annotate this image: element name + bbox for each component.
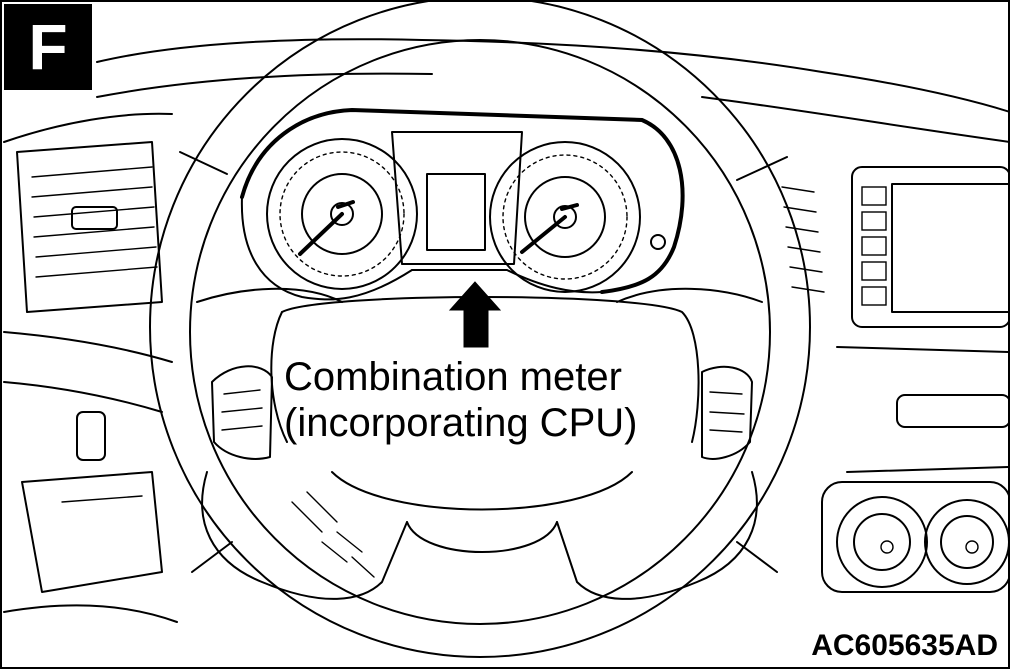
- right-air-vent: [781, 186, 825, 293]
- right-gauge: [489, 141, 666, 293]
- callout-line-2: (incorporating CPU): [284, 401, 638, 445]
- left-gauge: [266, 138, 418, 290]
- dashboard-upper-panel: [3, 38, 1008, 143]
- pointer-arrow: [448, 281, 502, 348]
- left-air-vent: [16, 141, 163, 313]
- figure-code: AC605635AD: [811, 629, 998, 662]
- callout-line-1: Combination meter: [284, 355, 622, 399]
- climate-knob-left: [836, 496, 928, 588]
- center-console: [821, 346, 1008, 593]
- navigation-display: [851, 166, 1008, 328]
- steering-wheel-rim: [149, 2, 811, 658]
- climate-knob-right: [924, 499, 1008, 585]
- component-callout: Combination meter (incorporating CPU): [284, 354, 724, 446]
- section-label: F: [4, 4, 92, 90]
- steering-switch-right: [701, 365, 753, 460]
- steering-wheel-hub: [196, 287, 763, 600]
- left-lower-trim: [3, 331, 178, 623]
- center-display: [391, 131, 523, 265]
- steering-switch-left: [211, 365, 273, 460]
- meter-hood: [240, 107, 685, 301]
